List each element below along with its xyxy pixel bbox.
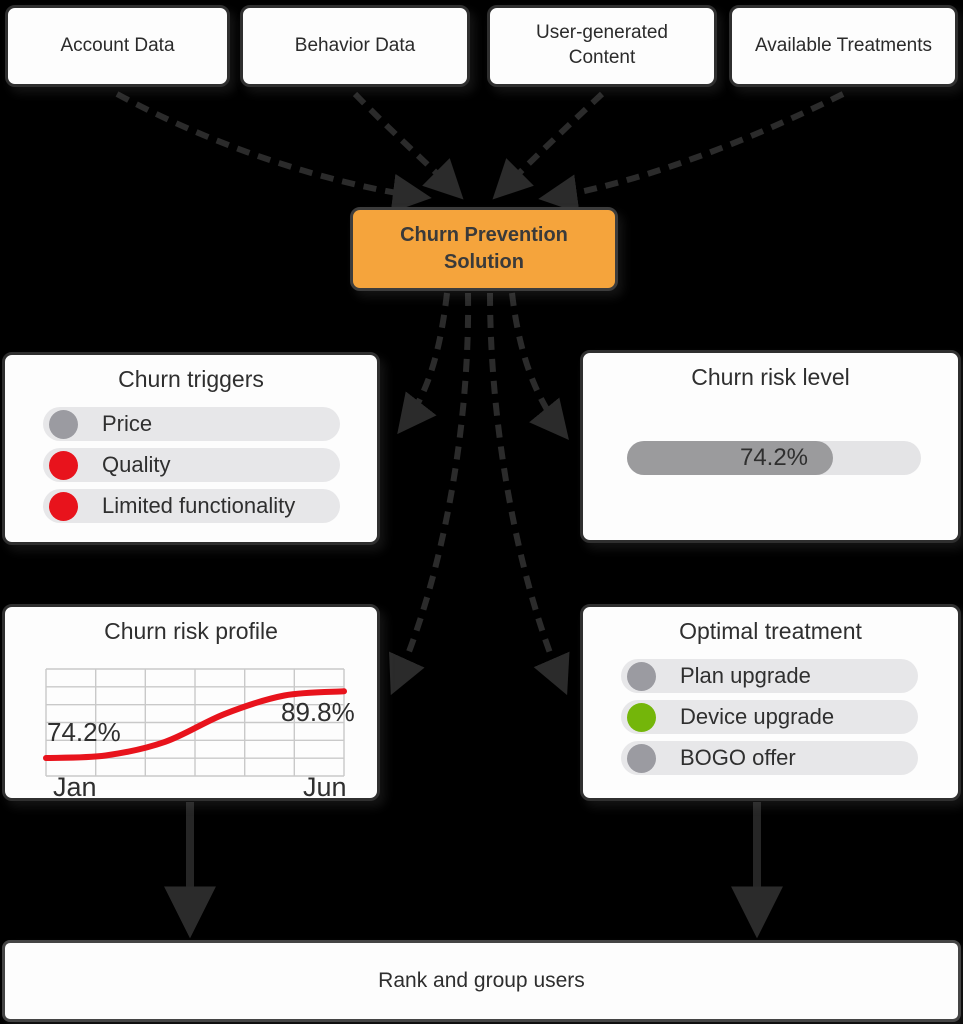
optimal-treatment-panel: Optimal treatment Plan upgrade Device up… xyxy=(580,604,961,801)
churn-triggers-panel: Churn triggers Price Quality Limited fun… xyxy=(2,352,380,545)
line-chart xyxy=(43,668,347,777)
treatment-label: Plan upgrade xyxy=(680,663,811,688)
churn-prevention-solution-box: Churn Prevention Solution xyxy=(350,207,618,291)
churn-risk-level-panel: Churn risk level 74.2% xyxy=(580,350,961,543)
treatment-item-bogo-offer: BOGO offer xyxy=(621,741,918,775)
panel-title: Churn risk level xyxy=(691,364,850,390)
source-label: Available Treatments xyxy=(754,34,933,56)
connector-center-to-risk-profile xyxy=(389,292,472,696)
status-dot xyxy=(49,450,78,480)
treatment-item-plan-upgrade: Plan upgrade xyxy=(621,659,918,693)
status-dot xyxy=(627,743,656,773)
source-box-behavior-data: Behavior Data xyxy=(240,5,470,87)
risk-progress-fill xyxy=(627,441,833,475)
source-box-user-generated-content: User-generated Content xyxy=(487,5,717,87)
solution-label: Churn Prevention Solution xyxy=(400,224,568,273)
treatment-label: Device upgrade xyxy=(680,704,835,729)
connector-center-to-churn-triggers xyxy=(397,292,450,435)
trigger-item-price: Price xyxy=(43,407,340,441)
panel-title: Churn triggers xyxy=(118,366,264,392)
connector-account-data-to-center xyxy=(115,91,432,213)
source-box-account-data: Account Data xyxy=(5,5,230,87)
treatment-item-device-upgrade: Device upgrade xyxy=(621,700,918,734)
churn-risk-profile-panel: Churn risk profile xyxy=(2,604,383,804)
source-label: User-generated Content xyxy=(535,22,669,68)
risk-progress-value: 74.2% xyxy=(739,444,809,471)
risk-profile-chart: 74.2% 89.8% Jan Jun xyxy=(5,607,383,804)
risk-curve-line xyxy=(43,688,347,761)
connector-treatments-to-center xyxy=(538,91,845,214)
status-dot xyxy=(627,702,656,732)
source-label: Behavior Data xyxy=(294,34,416,56)
source-label: Account Data xyxy=(60,34,175,56)
connector-ugc-to-center xyxy=(492,91,605,200)
panel-title: Optimal treatment xyxy=(679,618,862,644)
trigger-label: Limited functionality xyxy=(102,493,296,518)
chart-start-value: 74.2% xyxy=(47,717,121,747)
source-box-available-treatments: Available Treatments xyxy=(729,5,958,87)
rank-and-group-users-box: Rank and group users xyxy=(2,940,961,1022)
trigger-label: Quality xyxy=(102,452,171,477)
panel-title: Churn risk profile xyxy=(104,618,278,644)
x-axis-tick-jun: Jun xyxy=(303,772,347,802)
connector-center-to-risk-level xyxy=(509,292,569,441)
connector-center-to-optimal-treatment xyxy=(487,292,570,696)
treatment-list: Plan upgrade Device upgrade BOGO offer xyxy=(583,659,958,775)
trigger-item-limited-functionality: Limited functionality xyxy=(43,489,340,523)
status-dot xyxy=(49,491,78,521)
x-axis-tick-jan: Jan xyxy=(53,772,97,802)
trigger-item-quality: Quality xyxy=(43,448,340,482)
status-dot xyxy=(49,409,78,439)
rank-label: Rank and group users xyxy=(378,969,585,992)
chart-end-value: 89.8% xyxy=(281,697,355,727)
trigger-label: Price xyxy=(102,411,153,436)
treatment-label: BOGO offer xyxy=(680,745,796,770)
risk-progress-track: 74.2% xyxy=(627,441,921,475)
status-dot xyxy=(627,661,656,691)
trigger-list: Price Quality Limited functionality xyxy=(5,407,377,523)
connector-behavior-data-to-center xyxy=(352,91,464,200)
